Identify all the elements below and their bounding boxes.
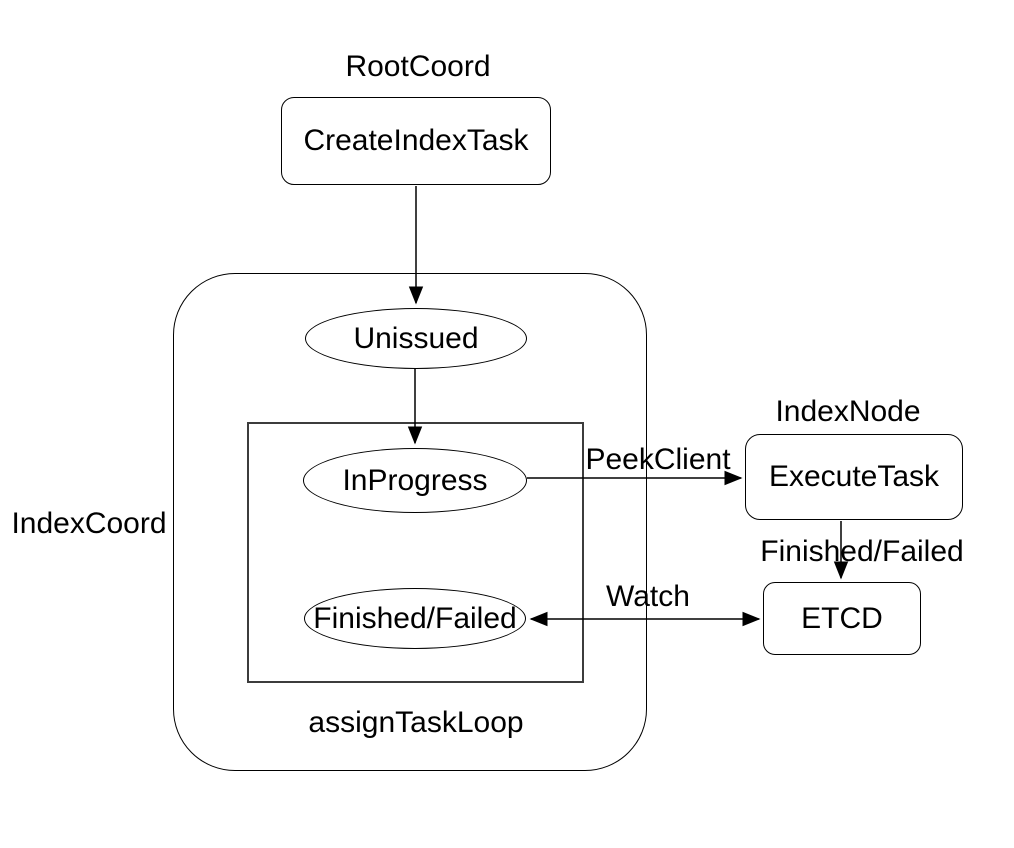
unissued-state: Unissued bbox=[305, 308, 527, 369]
index-coord-label: IndexCoord bbox=[11, 507, 167, 540]
peek-client-edge-label: PeekClient bbox=[585, 443, 731, 476]
finished-failed-state: Finished/Failed bbox=[304, 588, 526, 649]
root-coord-label: RootCoord bbox=[345, 50, 491, 83]
index-coord-container bbox=[173, 273, 647, 771]
assign-task-loop-label: assignTaskLoop bbox=[308, 706, 524, 739]
in-progress-state: InProgress bbox=[303, 448, 527, 513]
index-node-label: IndexNode bbox=[775, 395, 921, 428]
finished-failed-edge-label: Finished/Failed bbox=[760, 535, 964, 568]
etcd-node: ETCD bbox=[763, 582, 921, 655]
create-index-task-node: CreateIndexTask bbox=[281, 97, 551, 185]
execute-task-node: ExecuteTask bbox=[745, 434, 963, 520]
watch-edge-label: Watch bbox=[606, 580, 690, 613]
